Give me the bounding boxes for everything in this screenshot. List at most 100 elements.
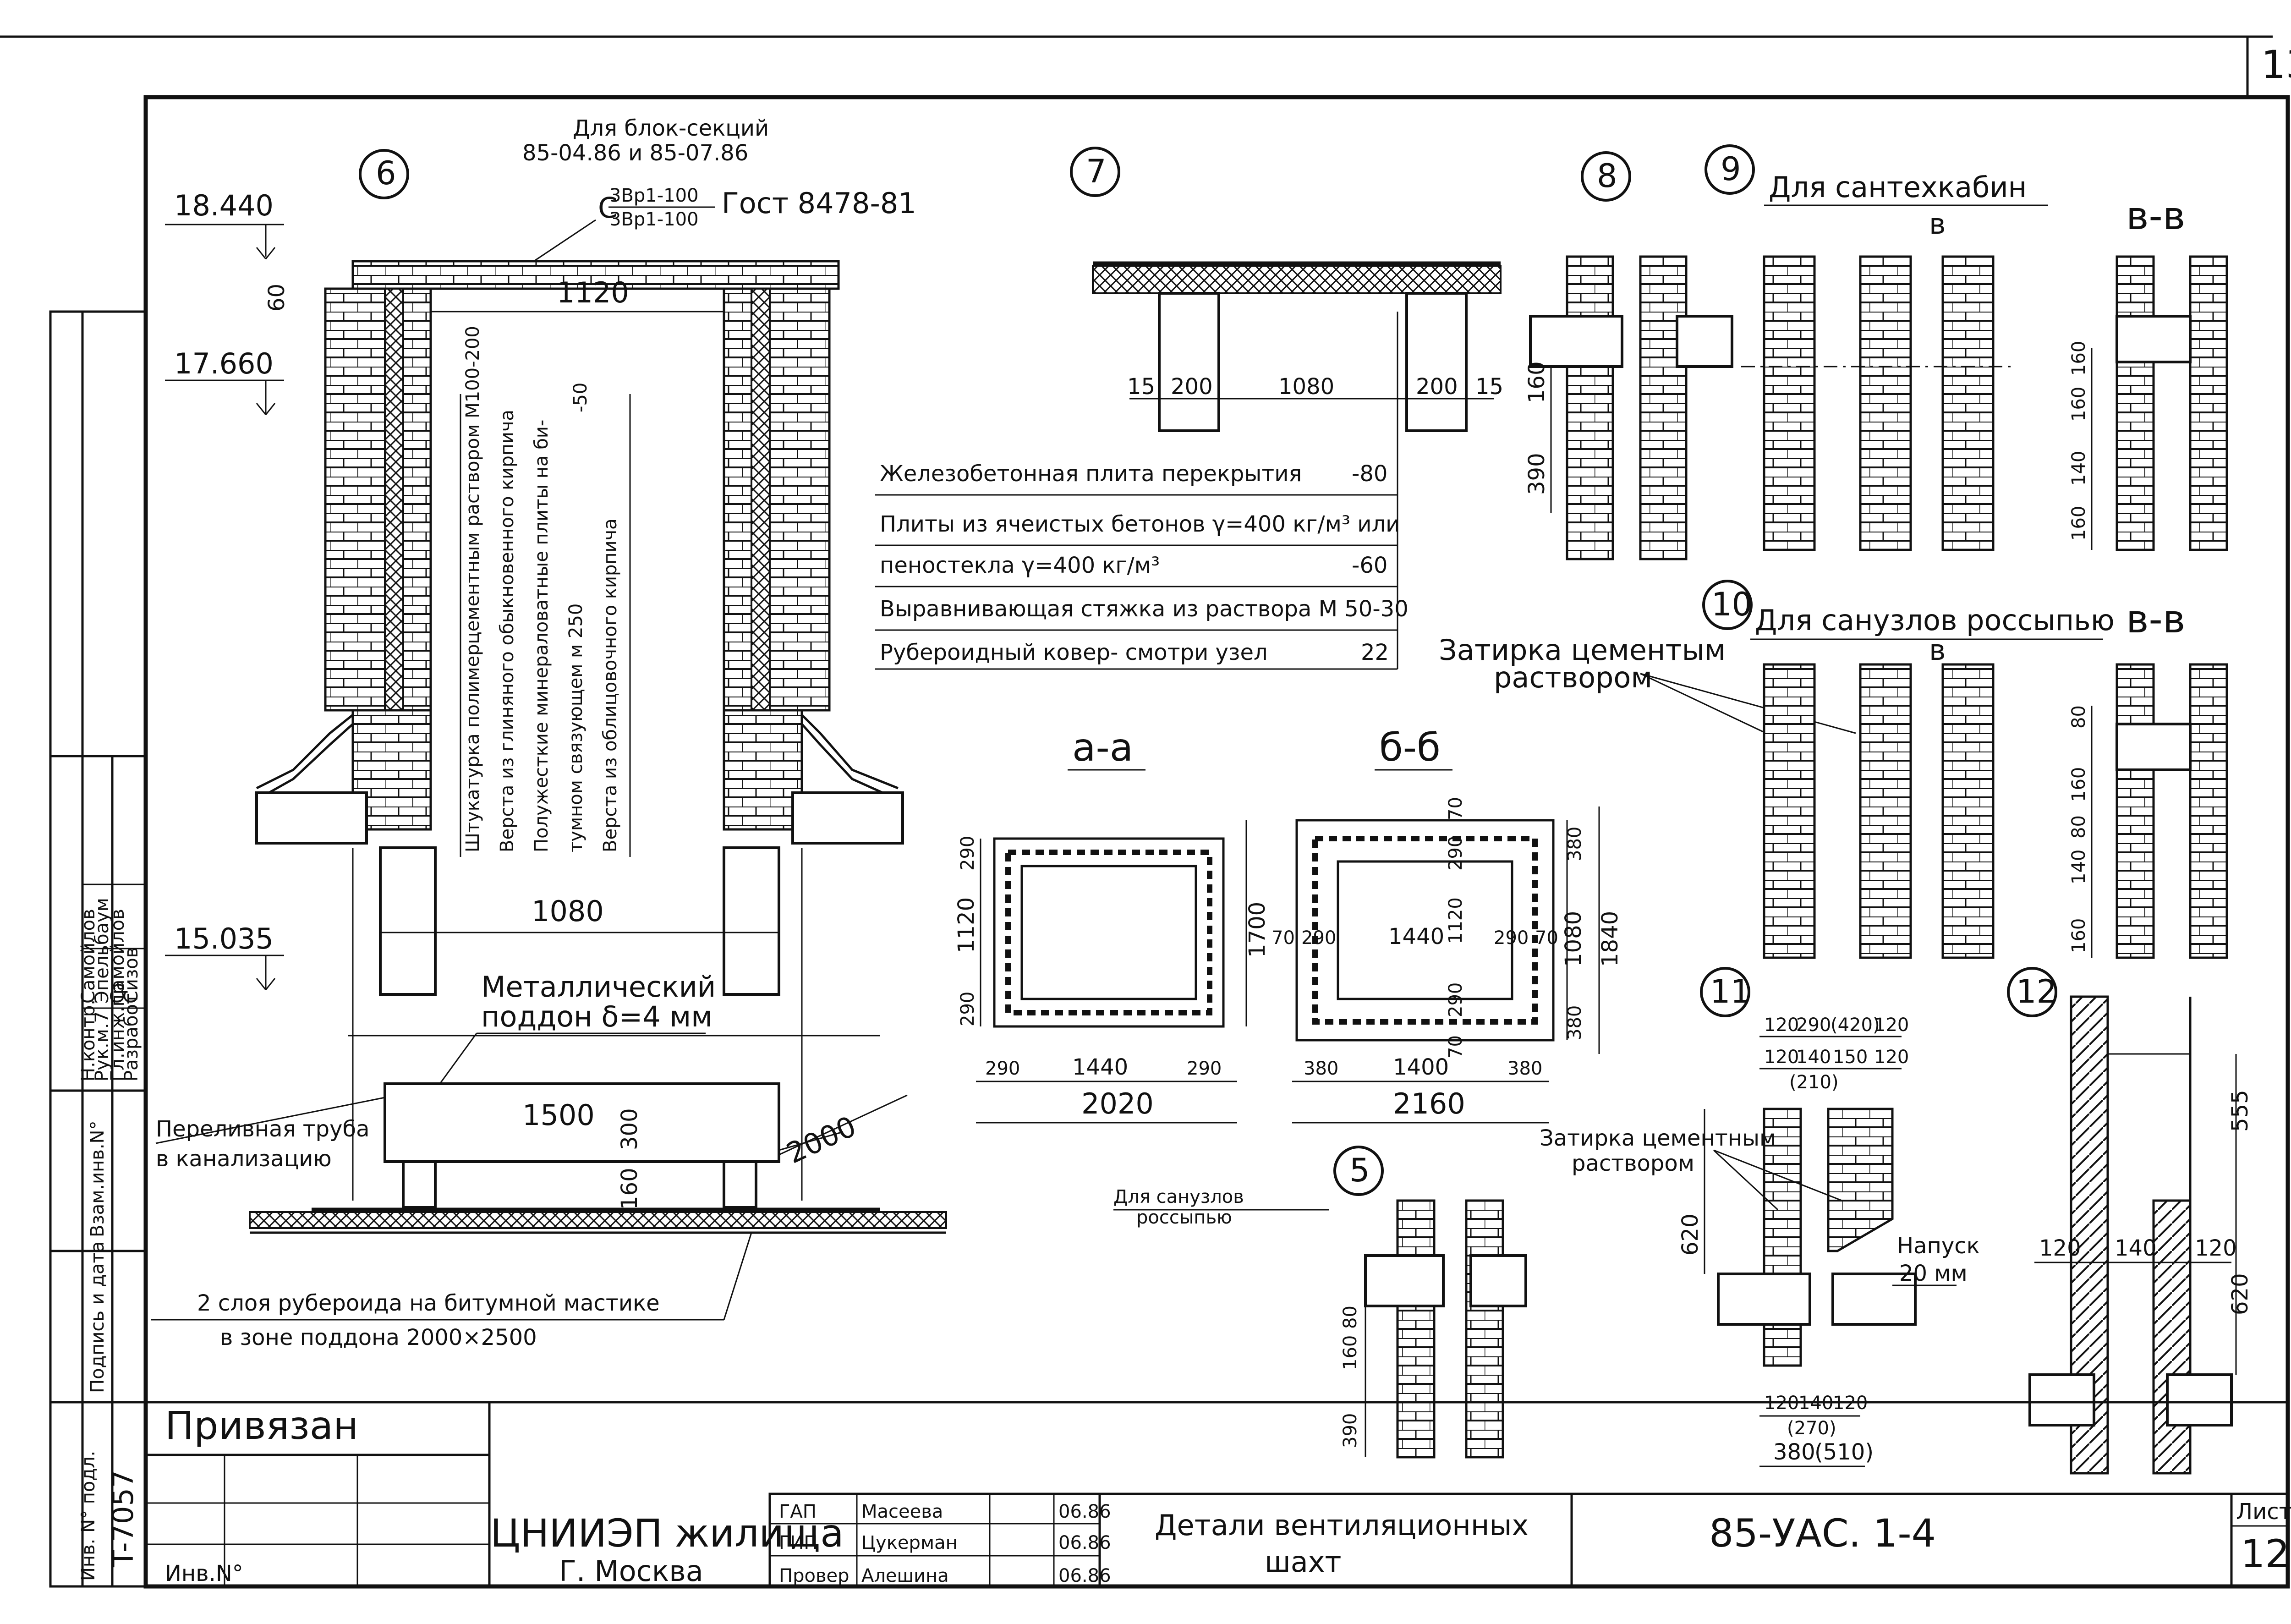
node-11-row2-0: 120 bbox=[1764, 1047, 1799, 1068]
section-bb-tick-0: 70 bbox=[1445, 797, 1466, 820]
node-8: 8 160 390 bbox=[1524, 151, 1733, 560]
section-bb-bottom-2: 380 bbox=[1507, 1058, 1542, 1079]
section-bb-outer bbox=[1295, 819, 1555, 1042]
section-bb-side-2: 1440 bbox=[1388, 924, 1444, 949]
document-code: 85-УАС. 1-4 bbox=[1709, 1511, 1936, 1556]
section-bb-inner-2: 290 bbox=[1445, 982, 1466, 1017]
sig-gip-date: 06.86 bbox=[1058, 1532, 1111, 1553]
stamp-podpis-label: Подпись и дата bbox=[87, 1241, 108, 1393]
node-7-dim-0: 15 bbox=[1127, 374, 1155, 400]
sheet-label: Лист bbox=[2236, 1499, 2291, 1525]
node-6: 6 Для блок-секций 85-04.86 и 85-07.86 С … bbox=[151, 115, 947, 1350]
left-stamp: Разработ Сизов Гл.инж.пр Самойлов Рук.м.… bbox=[49, 310, 147, 1588]
node-5-note-line2: россыпью bbox=[1136, 1207, 1232, 1228]
node-7-layer-4-value: 22 bbox=[1361, 640, 1389, 665]
node-6-overflow-line1: Переливная труба bbox=[156, 1116, 370, 1142]
section-bb: б-б 70 290 1440 290 70 290 1120 290 70 7… bbox=[1272, 725, 1623, 1124]
node-8-dim-160: 160 bbox=[1524, 361, 1550, 403]
node-11-bottom-note: (270) bbox=[1787, 1418, 1836, 1439]
node-6-layer1: Штукатурка полимерцементным раствором М1… bbox=[462, 326, 483, 852]
title-block: Привязан Инв.N° ЦНИИЭП жилища Г. Москва … bbox=[144, 1401, 2291, 1588]
node-9-dim-0: 160 bbox=[2068, 387, 2089, 422]
node-12-dim-2: 120 bbox=[2195, 1235, 2237, 1261]
sheet-number-top: 13 bbox=[2261, 42, 2291, 87]
section-bb-side-0: 70 bbox=[1272, 927, 1295, 949]
node-6-dim-2000: 2000 bbox=[781, 1109, 861, 1170]
section-bb-right-0: 380 bbox=[1564, 827, 1585, 861]
node-9-dim-2: 160 bbox=[2068, 506, 2089, 541]
node-6-layer2: Верста из глиняного обыкновенного кирпич… bbox=[497, 410, 518, 852]
node-7-layer-0-value: -80 bbox=[1352, 461, 1387, 487]
org-line2: Г. Москва bbox=[559, 1554, 703, 1588]
node-11-napusk: Напуск bbox=[1897, 1233, 1980, 1259]
section-aa-bottom-1: 1440 bbox=[1072, 1054, 1128, 1080]
section-bb-side-1: 290 bbox=[1301, 927, 1336, 949]
stamp-invpodl-label: Инв. N° подл. bbox=[78, 1451, 99, 1581]
stamp-glinzh-role: Гл.инж.пр bbox=[107, 983, 128, 1081]
node-7-layer-3: Выравнивающая стяжка из раствора М 50-30 bbox=[880, 596, 1409, 622]
node-11-row2-3: 120 bbox=[1874, 1047, 1909, 1068]
section-bb-inner-0: 290 bbox=[1445, 836, 1466, 871]
section-bb-bottom-0: 380 bbox=[1304, 1058, 1338, 1079]
node-11-row2-1: 140 bbox=[1796, 1047, 1831, 1068]
node-6-dim-160: 160 bbox=[617, 1168, 642, 1210]
node-6-left-wall bbox=[324, 287, 432, 712]
node-6-dim-1120: 1120 bbox=[557, 276, 629, 309]
node-11-marker bbox=[1700, 967, 1750, 1017]
node-6-id: 6 bbox=[376, 154, 396, 192]
node-9-marker bbox=[1705, 144, 1755, 195]
section-aa-left-2: 290 bbox=[957, 992, 978, 1026]
node-7-dim-2: 1080 bbox=[1278, 374, 1334, 400]
stamp-invpodl-value: T-7057 bbox=[106, 1470, 140, 1568]
section-bb-right-total: 1840 bbox=[1597, 911, 1623, 967]
node-6-layer3b: тумном связующем м 250 bbox=[565, 604, 586, 852]
node-10-note-line2: раствором bbox=[1494, 661, 1652, 694]
node-6-marker bbox=[359, 149, 409, 199]
node-6-header-line1: Для блок-секций bbox=[573, 115, 769, 141]
node-6-right-wall bbox=[723, 287, 831, 712]
node-11-row2-2: 150 bbox=[1833, 1047, 1868, 1068]
inv-no-label: Инв.N° bbox=[165, 1561, 243, 1586]
node-9-title: Для сантехкабин bbox=[1769, 170, 2027, 204]
sig-gip-name: Цукерман bbox=[861, 1532, 958, 1553]
node-11-id: 11 bbox=[1710, 973, 1751, 1010]
node-11-corbel bbox=[1827, 1108, 1894, 1252]
node-6-left-roof-slab bbox=[255, 791, 368, 845]
node-6-left-flashing bbox=[256, 714, 354, 790]
node-8-dim-390: 390 bbox=[1524, 453, 1550, 495]
section-bb-title: б-б bbox=[1379, 725, 1441, 770]
node-5-dim-2: 390 bbox=[1340, 1413, 1361, 1448]
node-6-roofing-line1: 2 слоя рубероида на битумной мастике bbox=[197, 1290, 660, 1316]
section-aa-outer bbox=[993, 837, 1225, 1028]
node-6-elev3: 15.035 bbox=[174, 922, 274, 955]
node-11-row1-0: 120 bbox=[1764, 1015, 1799, 1036]
node-8-id: 8 bbox=[1597, 157, 1617, 195]
section-bb-side-4: 70 bbox=[1535, 927, 1558, 949]
node-7-layer-0: Железобетонная плита перекрытия bbox=[880, 461, 1302, 487]
node-5-dim-0: 80 bbox=[1340, 1306, 1361, 1329]
node-7-id: 7 bbox=[1086, 153, 1107, 190]
node-6-dim-60: 60 bbox=[264, 284, 290, 312]
node-6-right-flashing bbox=[801, 714, 899, 790]
node-6-dim-1080: 1080 bbox=[532, 894, 604, 928]
sig-gip-role: ГИП bbox=[779, 1532, 817, 1553]
node-5-marker bbox=[1333, 1146, 1384, 1196]
node-5-dim-1: 160 bbox=[1340, 1335, 1361, 1370]
sig-prov-role: Провер bbox=[779, 1565, 850, 1586]
node-6-rebar-top: 3Вр1-100 bbox=[609, 185, 699, 206]
node-12-dim-620: 620 bbox=[2227, 1273, 2253, 1315]
section-aa: а-а 290 1120 290 1700 290 1440 290 2020 bbox=[954, 725, 1270, 1124]
node-12-dim-555: 555 bbox=[2227, 1090, 2253, 1132]
node-9: 9 Для сантехкабин в в-в 160 140 160 160 bbox=[1705, 144, 2228, 551]
node-9-dim-3: 160 bbox=[2068, 341, 2089, 376]
node-6-roofing-line2: в зоне поддона 2000×2500 bbox=[220, 1325, 537, 1350]
section-bb-bottom-1: 1400 bbox=[1393, 1054, 1449, 1080]
node-9-id: 9 bbox=[1721, 150, 1741, 188]
node-11-bottom-total2: (510) bbox=[1814, 1439, 1874, 1465]
section-aa-inner bbox=[1020, 865, 1197, 1000]
node-11-row1-2: (420) bbox=[1831, 1015, 1880, 1036]
section-aa-title: а-а bbox=[1072, 725, 1133, 770]
node-10-section-title: в-в bbox=[2126, 597, 2185, 642]
node-10-dim-0: 80 bbox=[2068, 705, 2089, 729]
